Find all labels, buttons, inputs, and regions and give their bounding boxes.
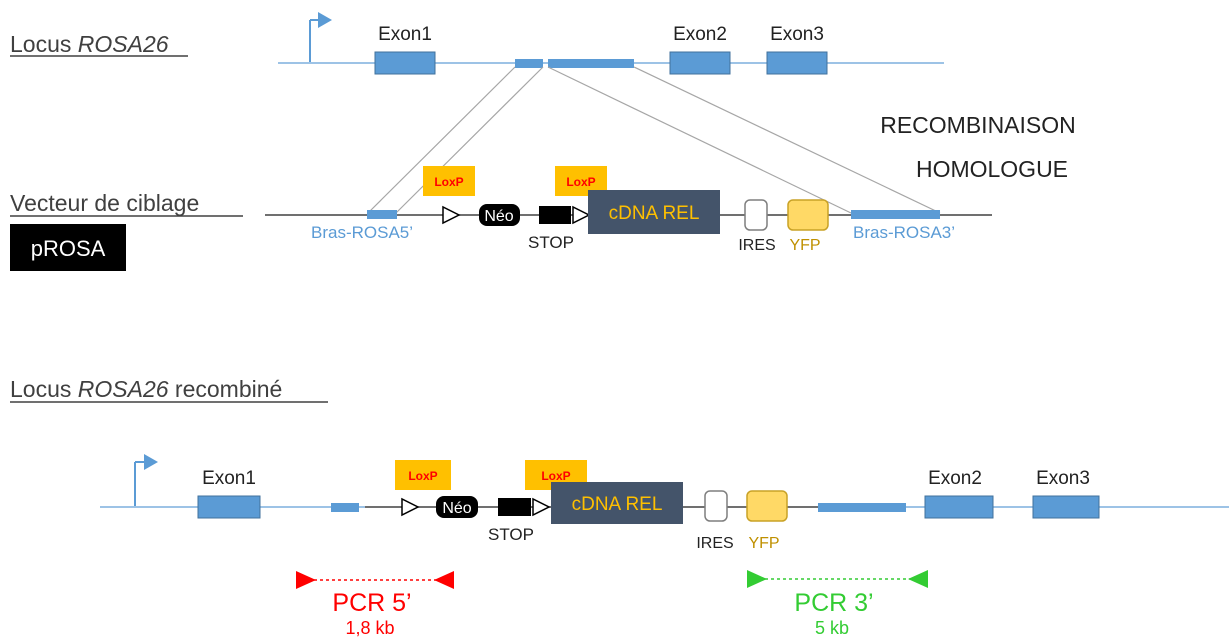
locus-homology-arm-5 — [515, 59, 543, 68]
pcr5-forward-primer-icon — [296, 571, 316, 589]
recombined-loxp-1-triangle-icon — [401, 497, 420, 517]
vector-title: Vecteur de ciblage — [10, 190, 199, 216]
recombined-loxp-1-label: LoxP — [408, 469, 437, 483]
pcr3-reverse-primer-icon — [908, 570, 928, 588]
recombined-loxp-2-label: LoxP — [541, 469, 570, 483]
vector-ires-box — [744, 199, 768, 231]
recombined-yfp-label: YFP — [748, 535, 779, 552]
vector-ires-label: IRES — [738, 237, 775, 254]
locus-title: Locus ROSA26 — [10, 31, 169, 57]
recombined-loxp-1-box — [395, 460, 451, 490]
pcr5-label: PCR 5’ — [332, 589, 411, 617]
pcr5-amplicon — [296, 571, 454, 589]
vector-yfp-box — [787, 199, 829, 231]
recombined-loxp-2-triangle-icon — [532, 497, 551, 517]
recombination-label-line1: RECOMBINAISON — [880, 112, 1076, 138]
locus-exon3-label: Exon3 — [770, 24, 824, 45]
recombined-yfp-box — [746, 490, 788, 522]
recombined-cdna-box — [551, 482, 683, 524]
vector-loxp-1-label: LoxP — [434, 175, 463, 189]
recombined-stop-label: STOP — [488, 525, 534, 544]
recombined-exon1-label: Exon1 — [202, 468, 256, 489]
promoter-arrow-icon — [309, 12, 332, 63]
recombined-arm-5 — [331, 503, 359, 512]
recombination-label-line2: HOMOLOGUE — [916, 156, 1068, 182]
vector-neo-label: Néo — [484, 208, 513, 225]
recombined-arm-3 — [818, 503, 906, 512]
vector-arm-3 — [851, 210, 940, 219]
pcr3-forward-primer-icon — [747, 570, 767, 588]
vector-loxp-1-triangle-icon — [442, 205, 461, 225]
locus-homology-arm-3 — [548, 59, 634, 68]
vector-stop-box — [539, 206, 571, 224]
locus-exon1 — [374, 51, 436, 75]
locus-exon2 — [669, 51, 731, 75]
vector-arm-5 — [367, 210, 397, 219]
pcr3-label: PCR 3’ — [794, 589, 873, 617]
vector-badge — [10, 224, 126, 271]
pcr5-reverse-primer-icon — [434, 571, 454, 589]
vector-loxp-1-box — [423, 166, 475, 196]
recombined-ires-label: IRES — [696, 535, 733, 552]
vector-stop-label: STOP — [528, 233, 574, 252]
vector-neo-box — [479, 204, 520, 226]
pcr3-size-label: 5 kb — [815, 618, 849, 638]
recombined-title: Locus ROSA26 recombiné — [10, 376, 282, 402]
vector-badge-label: pROSA — [31, 236, 106, 261]
recombined-exon3-label: Exon3 — [1036, 468, 1090, 489]
recombined-exon1 — [197, 495, 261, 519]
recombination-lines — [367, 66, 941, 214]
recombined-stop-box — [498, 498, 531, 516]
recombined-exon3 — [1032, 495, 1100, 519]
vector-arm-3-label: Bras-ROSA3’ — [853, 223, 955, 242]
vector-cdna-box — [588, 190, 720, 234]
vector-loxp-2-triangle-icon — [572, 205, 591, 225]
locus-exon1-label: Exon1 — [378, 24, 432, 45]
recombined-neo-box — [436, 496, 478, 518]
recombined-exon2-label: Exon2 — [928, 468, 982, 489]
locus-exon3 — [766, 51, 828, 75]
recombined-cdna-label: cDNA REL — [572, 494, 663, 515]
vector-yfp-label: YFP — [789, 237, 820, 254]
recombined-ires-box — [704, 490, 728, 522]
vector-loxp-2-label: LoxP — [566, 175, 595, 189]
pcr3-amplicon — [747, 570, 928, 588]
recombined-promoter-arrow-icon — [134, 454, 158, 507]
vector-cdna-label: cDNA REL — [609, 203, 700, 224]
vector-arm-5-label: Bras-ROSA5’ — [311, 223, 413, 242]
recombined-exon2 — [924, 495, 994, 519]
locus-exon2-label: Exon2 — [673, 24, 727, 45]
pcr5-size-label: 1,8 kb — [345, 618, 394, 638]
recombined-neo-label: Néo — [442, 500, 471, 517]
